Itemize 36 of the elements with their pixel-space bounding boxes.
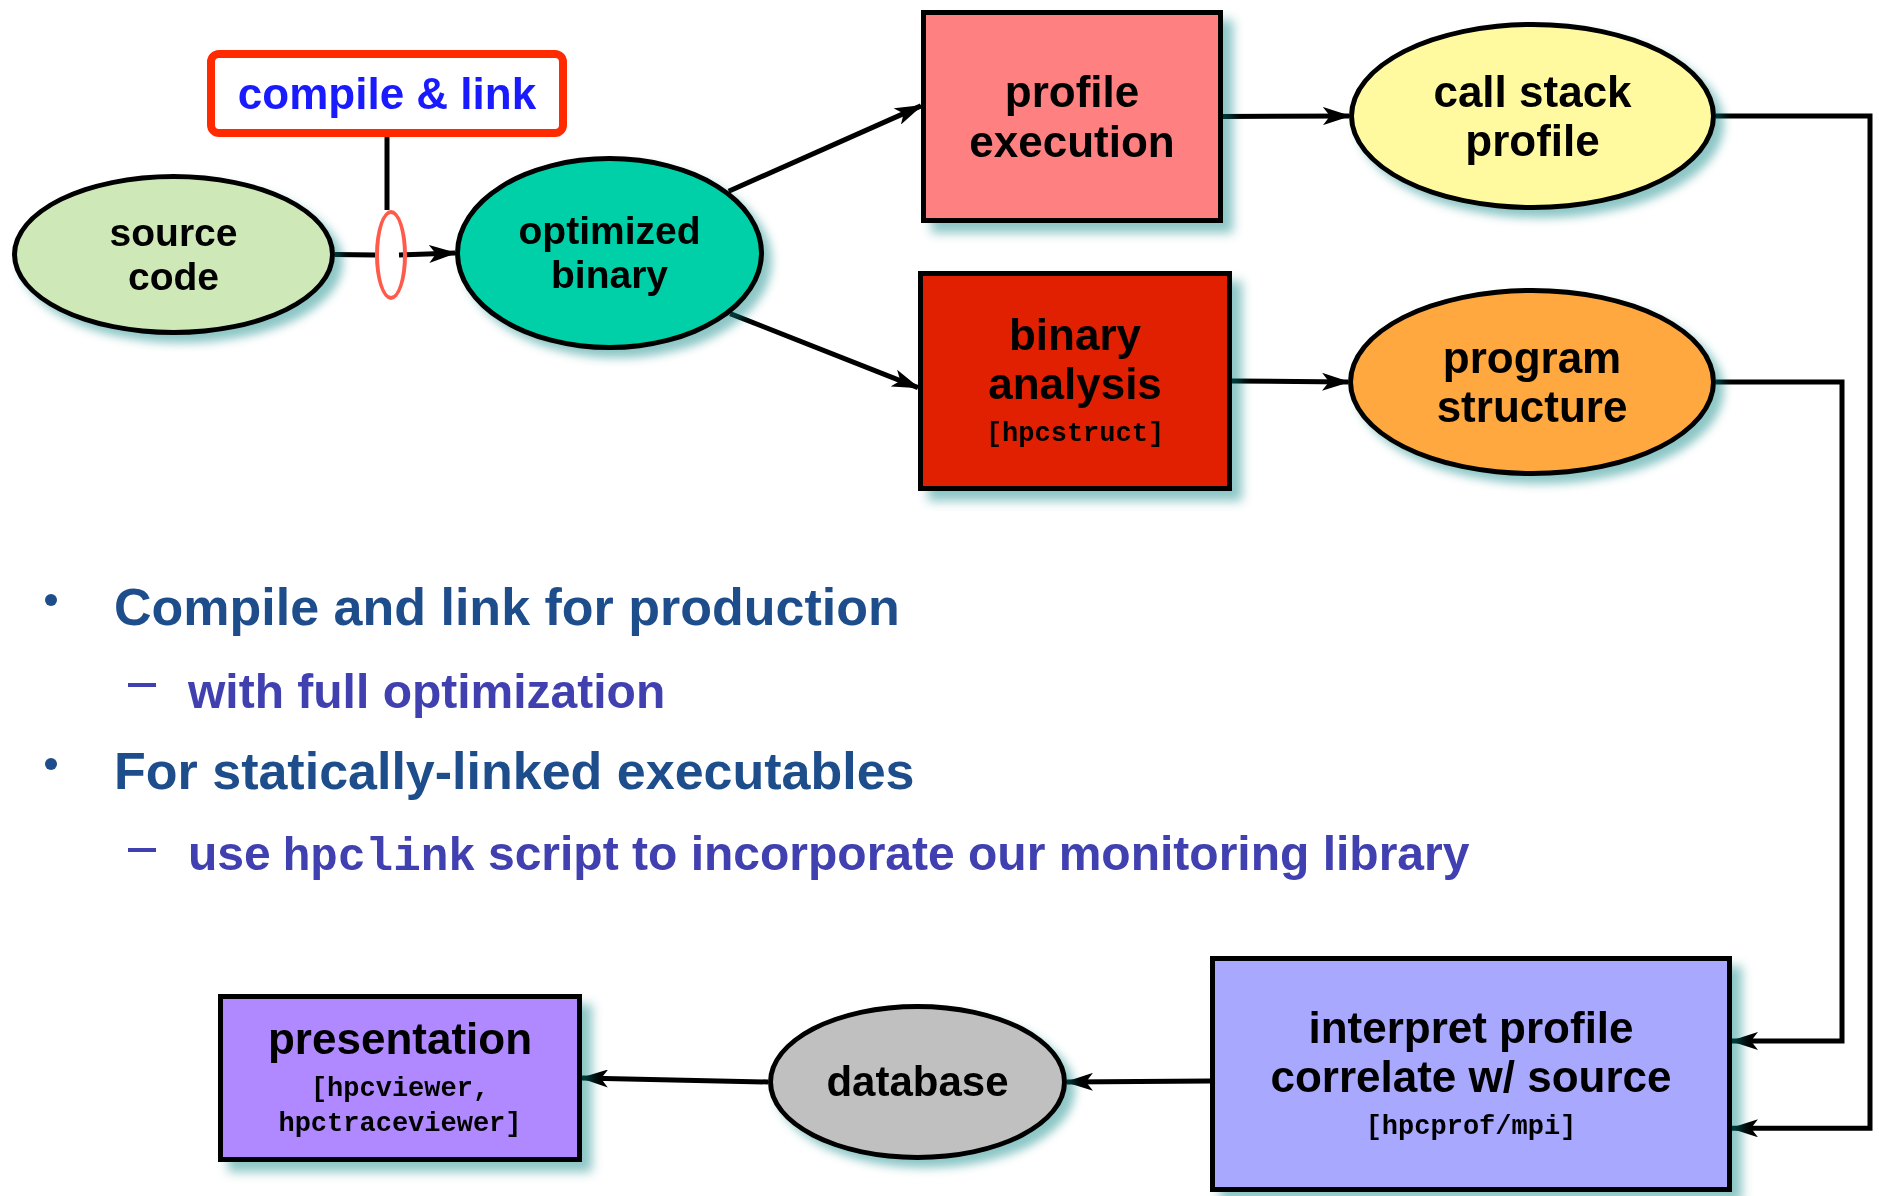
command-label: [hpcprof/mpi]: [1365, 1110, 1577, 1144]
command-label: [hpcstruct]: [985, 417, 1165, 451]
node-label: source code: [108, 210, 239, 299]
arrow: [580, 1069, 769, 1088]
arrow: [727, 103, 923, 194]
arrow: [1231, 372, 1350, 391]
process-box: [218, 994, 582, 1162]
arrow: [1716, 113, 1873, 1138]
arrow: [1065, 1072, 1210, 1091]
node-label: database: [826, 1058, 1009, 1106]
node-label: program structure: [1435, 332, 1629, 432]
leader-line: [384, 137, 390, 210]
link-marker: [375, 210, 407, 300]
arrow: [1223, 107, 1351, 126]
command-label: [hpcviewer, hpctraceviewer]: [277, 1072, 523, 1141]
arrow: [398, 244, 457, 263]
bullet-text: script to incorporate our monitoring library: [487, 826, 1470, 882]
bullet-text: with full optimization: [188, 664, 666, 720]
node-label: presentation: [267, 1014, 532, 1064]
process-box: [1210, 956, 1732, 1192]
step-label: [207, 50, 567, 137]
command-name: hpclink: [282, 831, 476, 886]
bullet-text: For statically-linked executables: [114, 741, 915, 802]
arrow: [1716, 379, 1845, 1050]
node-label: profile execution: [968, 67, 1176, 166]
process-box: [921, 10, 1223, 223]
node-label: optimized binary: [517, 209, 702, 297]
arrow: [729, 311, 920, 390]
bullet-text: use: [188, 826, 271, 882]
node-label: compile & link: [237, 68, 537, 119]
node-label: interpret profile correlate w/ source: [1269, 1003, 1673, 1102]
leader-line: [334, 252, 376, 258]
node-label: binary analysis: [987, 310, 1163, 409]
node-label: call stack profile: [1432, 66, 1633, 166]
bullet-text: Compile and link for production: [114, 577, 900, 638]
process-box: [918, 271, 1232, 491]
